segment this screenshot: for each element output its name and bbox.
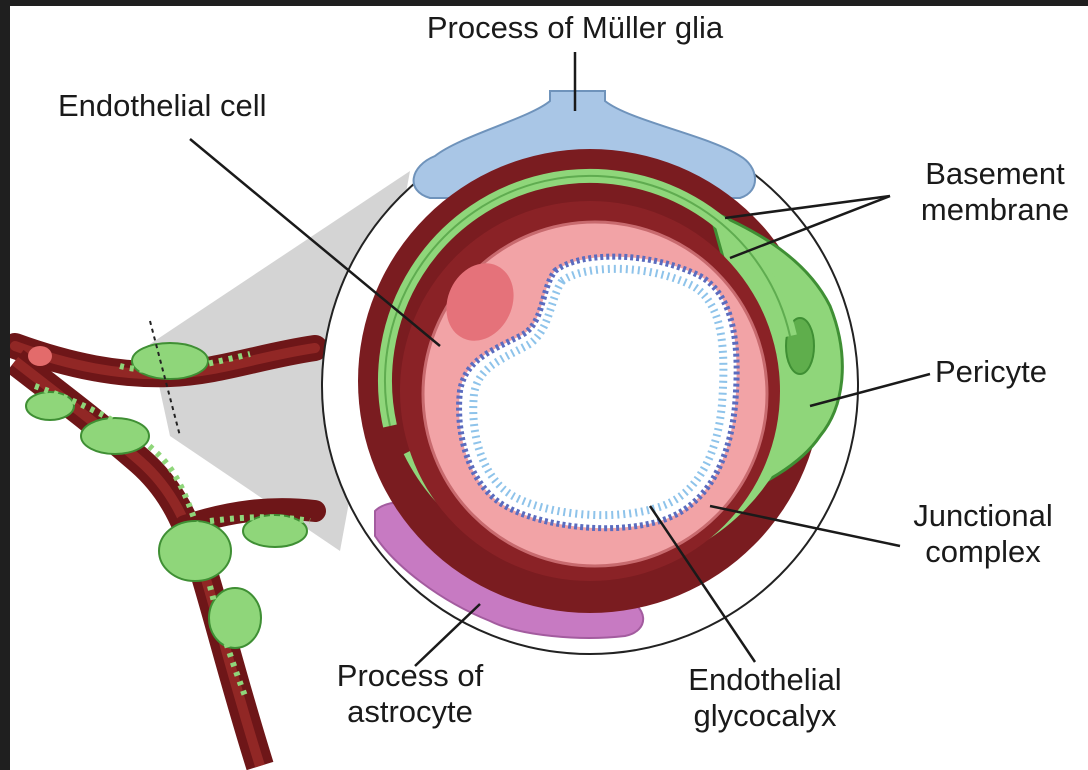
endothelial-cell-label: Endothelial cell [58,88,267,124]
pericyte-label: Pericyte [935,354,1047,390]
junctional-label-line2: complex [888,534,1078,570]
astrocyte-label-line2: astrocyte [300,694,520,730]
glycocalyx-label: Endothelial glycocalyx [655,662,875,734]
astrocyte-label: Process of astrocyte [300,658,520,730]
junctional-label-line1: Junctional [888,498,1078,534]
basement-label-line2: membrane [902,192,1088,228]
basement-label-line1: Basement [902,156,1088,192]
basement-membrane-label: Basement membrane [902,156,1088,228]
glycocalyx-label-line2: glycocalyx [655,698,875,734]
diagram-canvas: Process of Müller glia Endothelial cell … [10,6,1088,770]
glycocalyx-label-line1: Endothelial [655,662,875,698]
astrocyte-label-line1: Process of [300,658,520,694]
junctional-complex-label: Junctional complex [888,498,1078,570]
muller-glia-label: Process of Müller glia [380,10,770,46]
